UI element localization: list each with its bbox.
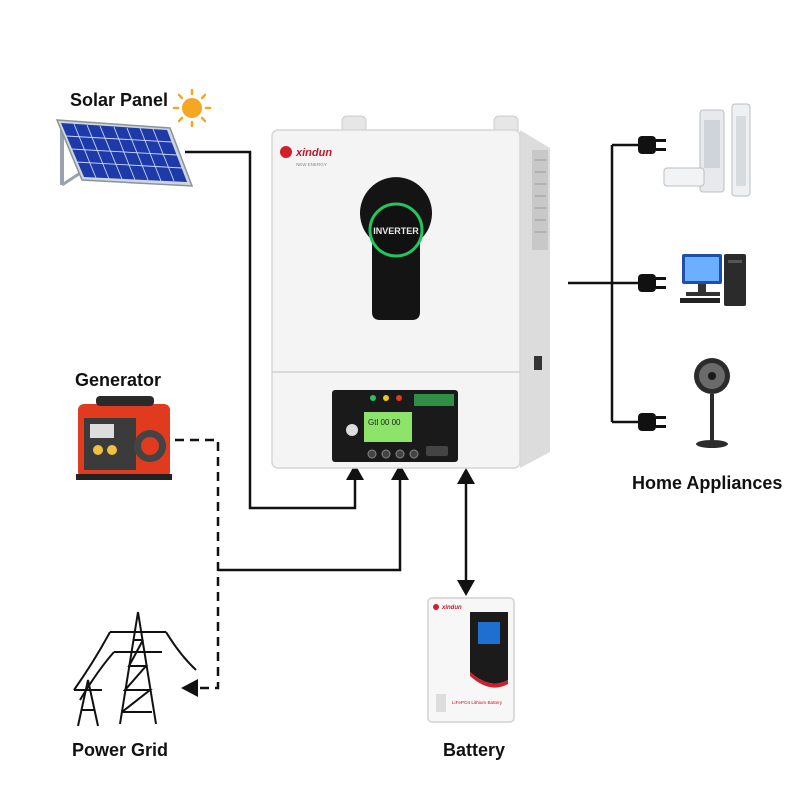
grid-wire: [218, 478, 402, 572]
battery-model: LiFePO4 Lithium Battery: [452, 700, 503, 705]
arrowheads: [181, 464, 475, 697]
arrow-grid-in: [391, 464, 409, 480]
inverter: xindun NEW ENERGY INVERTER Gtl 00 00: [271, 115, 550, 469]
solar-panel: [55, 119, 194, 187]
solar-panel-label: Solar Panel: [70, 90, 168, 110]
generator-wire: [175, 438, 220, 690]
fan-icon: [694, 358, 730, 448]
battery-unit: xindun LiFePO4 Lithium Battery: [427, 597, 515, 723]
arrow-solar-in: [346, 464, 364, 480]
plug-icon: [638, 136, 666, 431]
generator-label: Generator: [75, 370, 161, 390]
power-grid-label: Power Grid: [72, 740, 168, 760]
inverter-brand: xindun: [295, 147, 332, 159]
transmission-tower-icon: [73, 611, 197, 727]
lcd-readout: Gtl 00 00: [368, 418, 401, 427]
generator: [76, 396, 172, 480]
air-conditioner-icon: [663, 103, 751, 197]
wiring: [175, 143, 638, 690]
arrow-battery-up: [457, 468, 475, 484]
arrow-grid-out: [181, 679, 198, 697]
home-appliances-label: Home Appliances: [632, 473, 782, 493]
inverter-brand-sub: NEW ENERGY: [296, 162, 327, 167]
computer-icon: [680, 254, 746, 306]
arrow-battery-down: [457, 580, 475, 596]
inverter-badge: INVERTER: [373, 226, 419, 236]
sun-icon: [172, 88, 212, 128]
battery-label: Battery: [443, 740, 505, 760]
battery-brand: xindun: [441, 605, 462, 611]
solar-wire: [185, 150, 357, 510]
